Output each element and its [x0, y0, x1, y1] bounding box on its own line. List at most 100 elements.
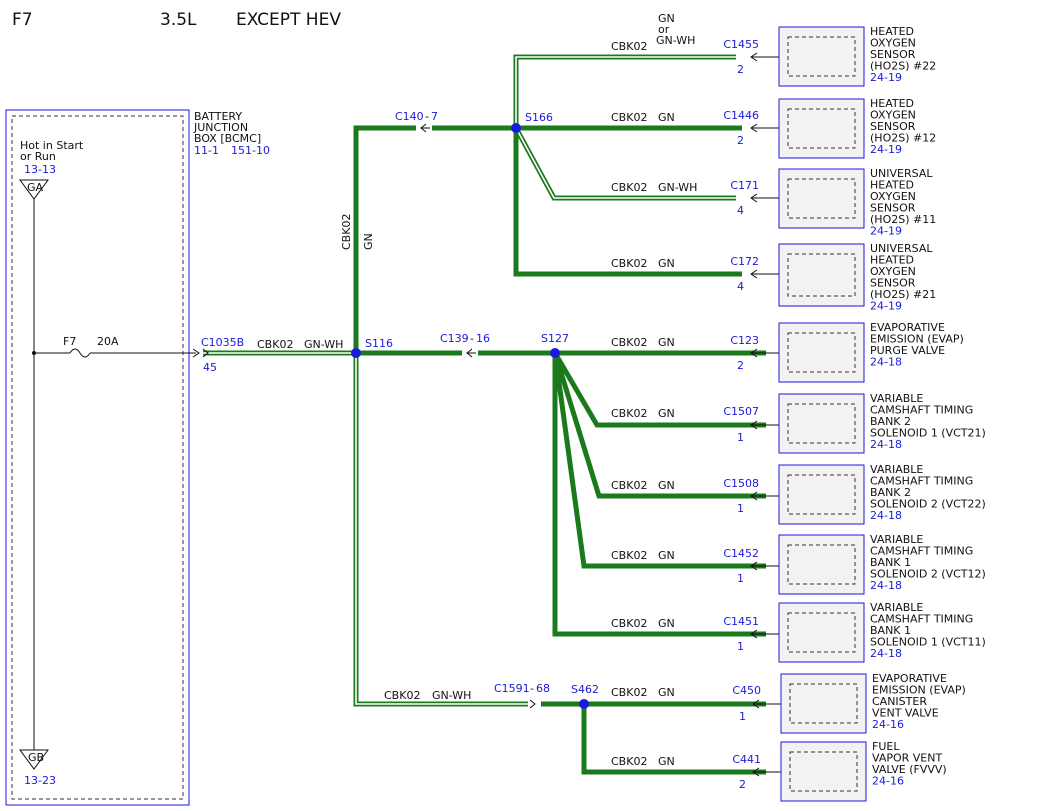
component-box[interactable] — [778, 168, 865, 229]
component-box[interactable] — [778, 98, 865, 159]
component-ref-link[interactable]: 24-18 — [870, 509, 902, 522]
component-ref-link[interactable]: 24-18 — [870, 356, 902, 369]
component-box[interactable] — [778, 26, 865, 87]
fuse-name-label: F7 — [63, 335, 76, 348]
component-box[interactable] — [778, 464, 865, 525]
splice-s166-dot — [511, 123, 521, 133]
component-ref-link[interactable]: 24-19 — [870, 300, 902, 313]
component-name-line: CAMSHAFT TIMING — [870, 613, 973, 626]
branch-connector-label[interactable]: C1452 — [723, 547, 759, 560]
c139-pin-label: 16 — [476, 332, 490, 345]
c1591-connector-label[interactable]: C1591 — [494, 682, 530, 695]
c139-segment: C139 - 16 — [356, 332, 555, 358]
component-ref-link[interactable]: 24-18 — [870, 438, 902, 451]
component-box[interactable] — [778, 534, 865, 595]
component-name-line: OXYGEN — [870, 265, 916, 278]
splice-s116-dot — [351, 348, 361, 358]
bus-terminal-triangle-icon — [19, 179, 49, 200]
connector-chevron-icon — [192, 348, 200, 358]
component-name-line: VAPOR VENT — [872, 752, 942, 765]
lower-feed-wire: CBK02 GN-WH C1591 - 68 — [353, 353, 584, 709]
component-ref-link[interactable]: 24-19 — [870, 225, 902, 238]
main-feed-color-label: GN-WH — [304, 338, 343, 351]
bjb-ref-link[interactable]: 11-1 — [194, 144, 219, 157]
component-ref-link[interactable]: 24-16 — [872, 775, 904, 788]
component-ref-link[interactable]: 24-19 — [870, 71, 902, 84]
bjb-title-line: BOX [BCMC] — [194, 132, 261, 145]
component-box[interactable] — [778, 602, 865, 663]
component-name-line: OXYGEN — [870, 190, 916, 203]
main-feed-connector-label[interactable]: C1035B — [201, 336, 244, 349]
connector-chevron-icon — [750, 629, 758, 639]
branch-pin-label: 4 — [737, 280, 744, 293]
component-name-line: BANK 2 — [870, 415, 911, 428]
component-name-line: VARIABLE — [870, 463, 923, 476]
component-box[interactable] — [778, 322, 865, 383]
component-name-line: VALVE (FVVV) — [872, 763, 947, 776]
header-variant: EXCEPT HEV — [236, 10, 341, 30]
component-box[interactable] — [780, 673, 867, 734]
branch-pin-label: 1 — [737, 502, 744, 515]
component-inner-box — [787, 403, 856, 444]
component-ref-link[interactable]: 24-19 — [870, 143, 902, 156]
riser-wire: CBK02 GN — [340, 125, 416, 353]
branch-connector-label[interactable]: C1455 — [723, 38, 759, 51]
component-box[interactable] — [778, 393, 865, 454]
branch-connector-label[interactable]: C441 — [732, 753, 761, 766]
branch-connector-label[interactable]: C1446 — [723, 109, 759, 122]
fuse-rating-label: 20A — [97, 335, 119, 348]
component-name-line: CANISTER — [872, 695, 927, 708]
branch-connector-label[interactable]: C1508 — [723, 477, 759, 490]
component-box[interactable] — [778, 243, 865, 307]
hot-in-start-label: or Run — [20, 150, 56, 163]
s462-branches — [581, 701, 766, 775]
branch-connector-label[interactable]: C123 — [730, 334, 759, 347]
component-box[interactable] — [780, 741, 867, 802]
component-name-line: VARIABLE — [870, 392, 923, 405]
component-name-line: VENT VALVE — [872, 707, 939, 720]
component-name-line: SENSOR — [870, 277, 916, 290]
component-name-line: BANK 1 — [870, 556, 911, 569]
component-name-line: VARIABLE — [870, 601, 923, 614]
component-inner-box — [787, 332, 856, 373]
c140-connector-label[interactable]: C140 — [395, 110, 424, 123]
component-name-line: SOLENOID 2 (VCT12) — [870, 568, 986, 581]
connector-chevron-icon — [202, 348, 209, 358]
branch-connector-label[interactable]: C450 — [732, 684, 761, 697]
connector-chevron-icon — [750, 561, 758, 571]
branch-color-label: GN — [658, 686, 675, 699]
branch-connector-label[interactable]: C172 — [730, 255, 759, 268]
component-name-line: EMISSION (EVAP) — [872, 684, 966, 697]
component-ref-link[interactable]: 24-18 — [870, 579, 902, 592]
branch-circuit-label: CBK02 — [611, 407, 647, 420]
component-ref-link[interactable]: 24-18 — [870, 647, 902, 660]
component-ref-link[interactable]: 24-16 — [872, 718, 904, 731]
branch-connector-label[interactable]: C1507 — [723, 405, 759, 418]
branch-connector-label[interactable]: C1451 — [723, 615, 759, 628]
branch-color-label: GN — [658, 336, 675, 349]
component-name-line: OXYGEN — [870, 37, 916, 50]
splice-s127-label: S127 — [541, 332, 569, 345]
lower-feed-color-label: GN-WH — [432, 689, 471, 702]
fuse-icon — [69, 348, 91, 358]
c1591-separator: - — [530, 682, 534, 695]
component-inner-box — [787, 474, 856, 515]
component-inner-box — [787, 36, 856, 77]
bjb-ref-link[interactable]: 151-10 — [231, 144, 270, 157]
bottom-bus-ref-link[interactable]: 13-23 — [24, 774, 56, 787]
component-name-line: SOLENOID 1 (VCT11) — [870, 636, 986, 649]
component-name-line: (HO2S) #22 — [870, 60, 936, 73]
component-inner-box — [787, 612, 856, 653]
component-name-line: CAMSHAFT TIMING — [870, 475, 973, 488]
component-name-line: CAMSHAFT TIMING — [870, 404, 973, 417]
component-name-line: BANK 1 — [870, 624, 911, 637]
top-bus-ref-link[interactable]: 13-13 — [24, 163, 56, 176]
splices: S116 S166 S127 S462 — [351, 111, 599, 709]
component-name-line: SENSOR — [870, 120, 916, 133]
c139-connector-label[interactable]: C139 — [440, 332, 469, 345]
branch-connector-label[interactable]: C171 — [730, 179, 759, 192]
component-name-line: SOLENOID 1 (VCT21) — [870, 427, 986, 440]
splice-s127-dot — [550, 348, 560, 358]
main-feed-circuit-label: CBK02 — [257, 338, 293, 351]
